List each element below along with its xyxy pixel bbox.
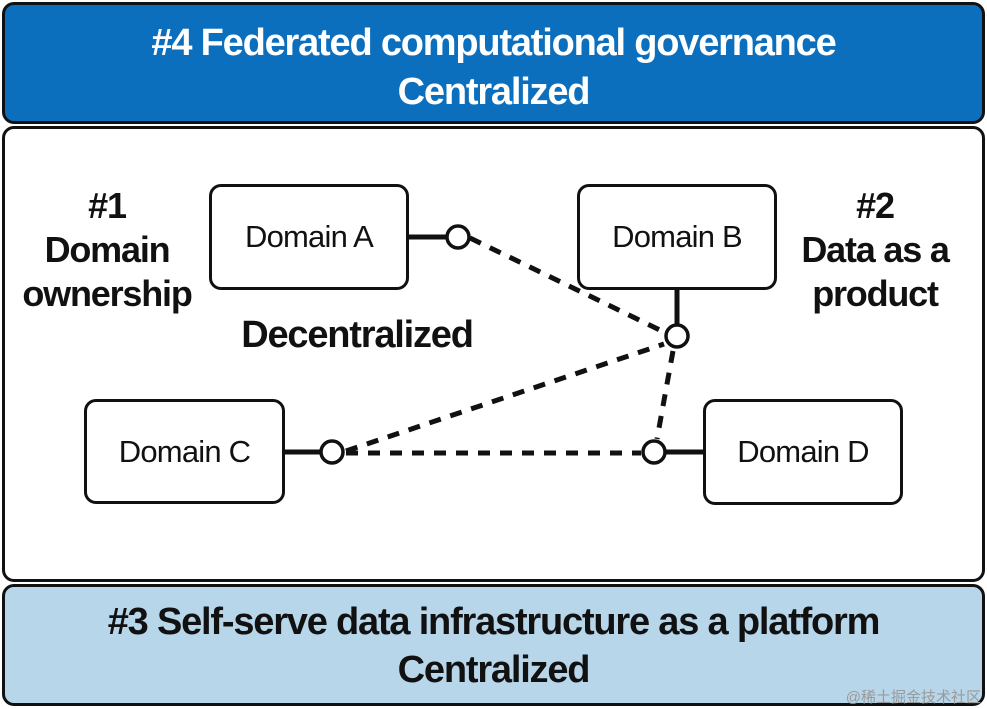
pillar-domain-ownership: #1 Domain ownership [12,184,202,316]
governance-mode: Centralized [397,71,591,113]
watermark: @稀土掘金技术社区 [845,689,981,706]
pillar-1-number: #1 [88,185,127,226]
port-c [319,439,345,465]
pillar-1-line2: ownership [22,273,192,314]
pillar-2-line2: product [812,273,939,314]
pillar-1-line1: Domain [44,229,171,270]
domains-panel [2,126,985,582]
domain-b-box: Domain B [577,184,777,290]
pillar-2-number: #2 [856,185,895,226]
decentralized-label: Decentralized [241,314,474,356]
governance-title: #4 Federated computational governance [151,22,836,64]
port-b [664,323,690,349]
link-a-b [468,235,666,335]
domain-d-box: Domain D [703,399,903,505]
infrastructure-title: #3 Self-serve data infrastructure as a p… [107,601,881,643]
domain-c-box: Domain C [84,399,285,504]
governance-band: #4 Federated computational governance Ce… [2,2,985,124]
link-c-b [345,341,665,454]
pillar-data-as-product: #2 Data as a product [790,184,960,316]
link-b-d [654,350,676,440]
pillar-2-line1: Data as a [801,229,950,270]
infrastructure-band: #3 Self-serve data infrastructure as a p… [2,584,985,706]
port-d [641,439,667,465]
domain-a-box: Domain A [209,184,409,290]
port-a [445,224,471,250]
infrastructure-mode: Centralized [397,649,591,691]
